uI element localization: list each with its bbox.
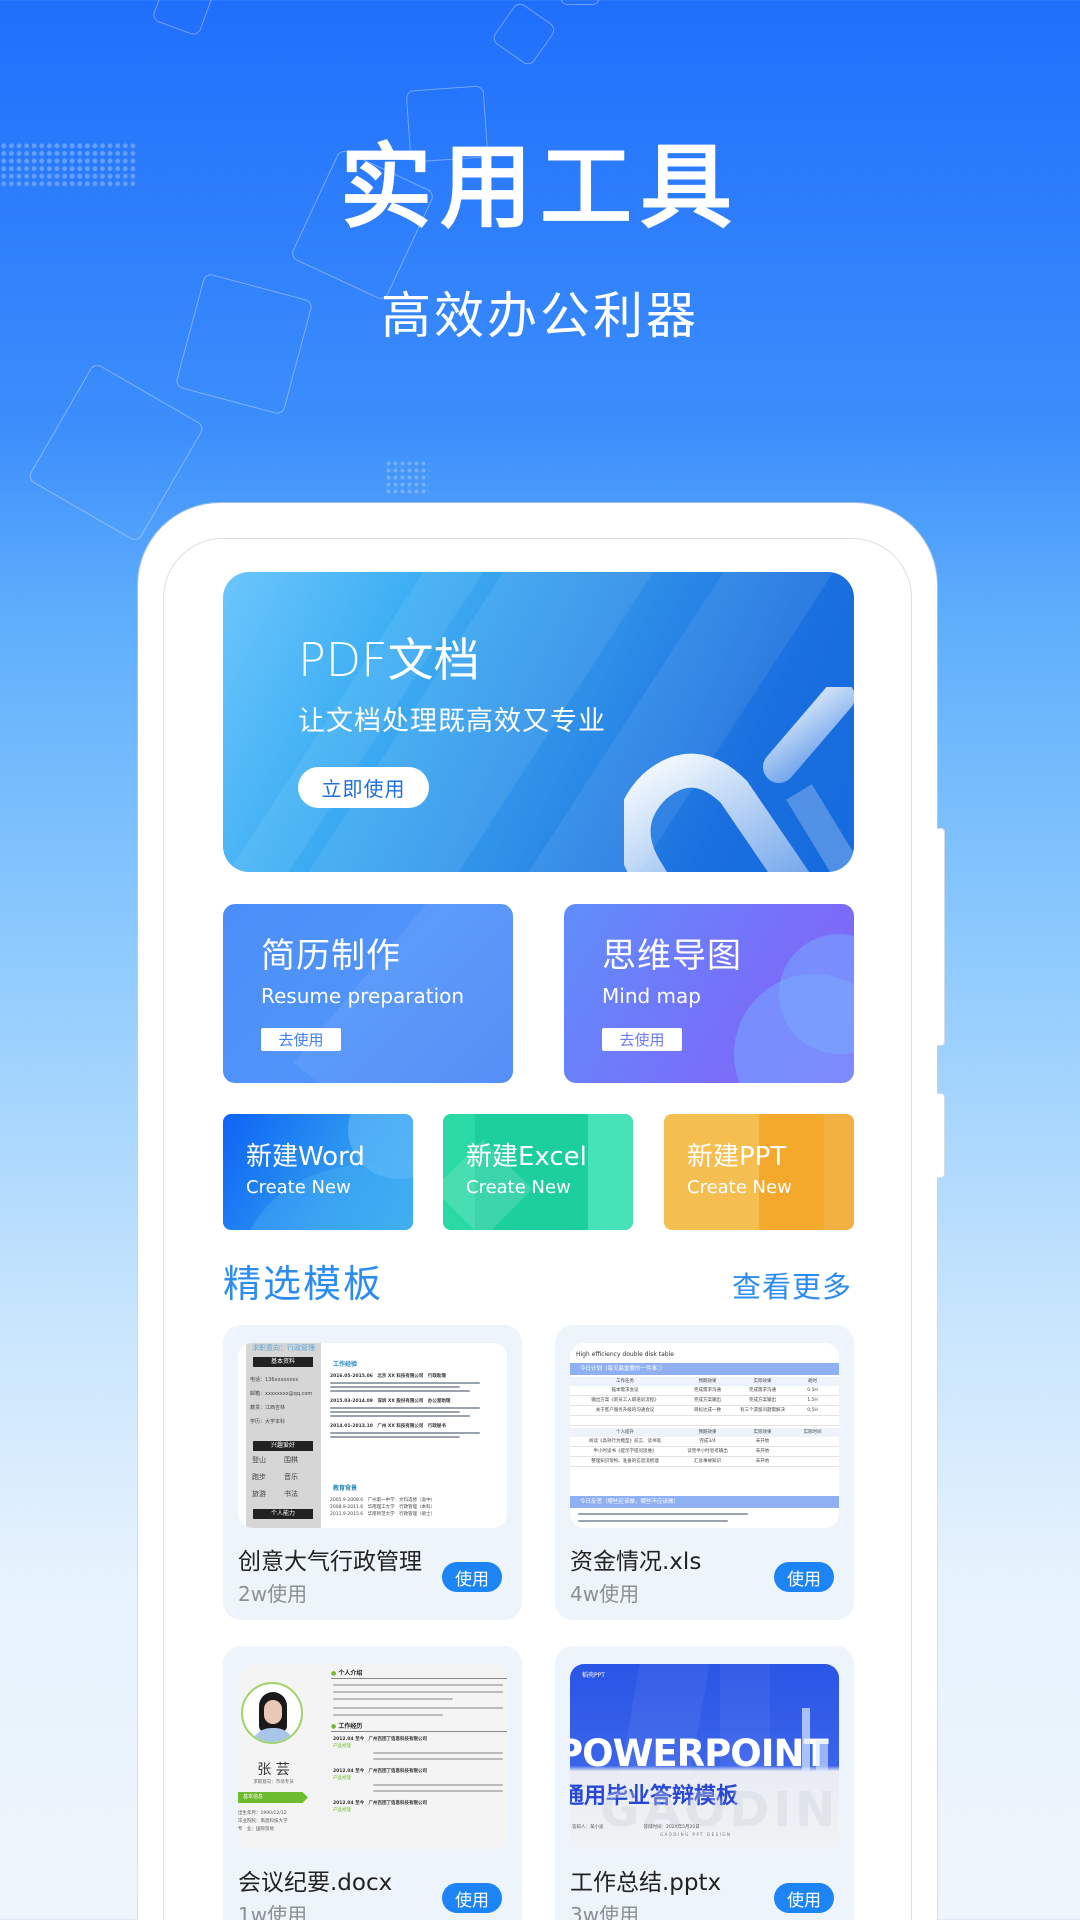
new-excel-title: 新建Excel <box>466 1142 587 1172</box>
resume-hobbies: 登山围棋 跑步音乐 旅游书法 <box>252 1456 298 1498</box>
template-thumbnail: High efficiency double disk table 今日计划（每… <box>570 1343 839 1528</box>
ppt-footer: 答辩人：某小迪答辩时间：202X年5月20日 <box>572 1825 700 1830</box>
template-usage-count: 3w使用 <box>570 1903 640 1920</box>
mindmap-subtitle: Mind map <box>602 984 701 1008</box>
paperclip-icon <box>624 687 854 872</box>
template-usage-count: 1w使用 <box>238 1903 308 1920</box>
template-card[interactable]: 张 芸 求职意向：市场专员 基本信息 出生年月：1990/12/12 毕业院校：… <box>223 1646 522 1920</box>
ppt-big-text: POWERPOINT <box>570 1732 829 1775</box>
template-card[interactable]: 稻壳PPT POWERPOINT 通用毕业答辩模板 GAODING 答辩人：某小… <box>555 1646 854 1920</box>
new-excel-card[interactable]: 新建Excel Create New <box>443 1114 633 1230</box>
deco-shape <box>151 0 219 37</box>
template-name: 资金情况.xls <box>570 1549 702 1575</box>
new-word-subtitle: Create New <box>246 1177 351 1198</box>
resume-info: 出生年月：1990/12/12 毕业院校：南昌科技大学 专 业：国际贸易 <box>238 1811 288 1832</box>
resume-intent: 求职意向：市场专员 <box>253 1780 294 1785</box>
banner-subtitle: 让文档处理既高效又专业 <box>298 706 606 737</box>
template-thumbnail: 张 芸 求职意向：市场专员 基本信息 出生年月：1990/12/12 毕业院校：… <box>238 1664 507 1849</box>
card-decoration <box>824 1114 854 1230</box>
template-name: 会议纪要.docx <box>238 1870 393 1896</box>
template-card[interactable]: High efficiency double disk table 今日计划（每… <box>555 1325 854 1620</box>
building-shape <box>720 1664 770 1774</box>
resume-section-label: ● 工作经历 <box>331 1723 363 1730</box>
dot-grid <box>385 460 429 496</box>
resume-section-label: 工作经验 <box>333 1361 358 1368</box>
pdf-banner[interactable]: PDF文档 让文档处理既高效又专业 立即使用 <box>223 572 854 872</box>
resume-jobs: 2016.05-2015.06 北京 XX 科技有限公司 行政助理 2015.0… <box>330 1373 502 1440</box>
resume-title: 简历制作 <box>261 936 401 976</box>
deco-shape <box>490 0 558 68</box>
resume-card[interactable]: 简历制作 Resume preparation 去使用 <box>223 904 513 1083</box>
new-excel-subtitle: Create New <box>466 1177 571 1198</box>
resume-section-label: 个人能力 <box>253 1509 313 1519</box>
template-thumbnail: 稻壳PPT POWERPOINT 通用毕业答辩模板 GAODING 答辩人：某小… <box>570 1664 839 1849</box>
use-now-button[interactable]: 立即使用 <box>298 767 429 808</box>
hero-subtitle: 高效办公利器 <box>381 287 699 345</box>
resume-go-button[interactable]: 去使用 <box>261 1028 341 1051</box>
ppt-brand: 稻壳PPT <box>582 1672 605 1679</box>
sheet-bar: 今日计划（每天最重要的一件事：） <box>570 1363 839 1375</box>
deco-shape <box>560 0 600 5</box>
template-thumbnail: 求职意向：行政管理 基本资料 电话：136xxxxxxxx 邮箱：xxxxxxx… <box>238 1343 507 1528</box>
resume-subtitle: Resume preparation <box>261 984 465 1008</box>
dot-grid <box>0 142 138 188</box>
skyline-icon <box>816 1740 828 1774</box>
avatar <box>241 1682 303 1744</box>
resume-section-label: 基本资料 <box>253 1357 313 1367</box>
template-card[interactable]: 求职意向：行政管理 基本资料 电话：136xxxxxxxx 邮箱：xxxxxxx… <box>223 1325 522 1620</box>
card-decoration <box>588 1114 633 1230</box>
new-ppt-subtitle: Create New <box>687 1177 792 1198</box>
mindmap-title: 思维导图 <box>602 936 742 976</box>
resume-person-name: 张 芸 <box>257 1762 290 1778</box>
new-word-title: 新建Word <box>246 1142 365 1172</box>
sheet-subtitle: High efficiency double disk table <box>576 1351 674 1358</box>
card-decoration <box>443 1114 475 1230</box>
sheet-bar: 今日反思（哪些应该做，哪些不应该做） <box>570 1496 839 1508</box>
card-decoration <box>664 1114 759 1230</box>
phone-frame: PDF文档 让文档处理既高效又专业 立即使用 简历制作 Resume prepa… <box>138 503 945 1920</box>
template-name: 创意大气行政管理 <box>238 1549 422 1575</box>
ppt-bg-word: GAODING <box>600 1782 839 1838</box>
resume-jobs: 2012.04 至今 广州百团丁信息科技有限公司 产品经理 2012.04 至今… <box>333 1736 505 1814</box>
template-usage-count: 2w使用 <box>238 1582 308 1606</box>
banner-title: PDF文档 <box>298 633 480 687</box>
resume-header-text: 求职意向：行政管理 <box>252 1344 315 1352</box>
skyline-icon <box>802 1708 810 1774</box>
resume-section-label: 教育背景 <box>333 1485 358 1492</box>
ppt-title: 通用毕业答辩模板 <box>570 1784 739 1809</box>
template-name: 工作总结.pptx <box>570 1870 722 1896</box>
mindmap-go-button[interactable]: 去使用 <box>602 1028 682 1051</box>
use-template-button[interactable]: 使用 <box>774 1562 834 1592</box>
ppt-footer-sub: GAODING PPT DESIGN <box>660 1832 732 1837</box>
use-template-button[interactable]: 使用 <box>774 1883 834 1913</box>
resume-section-label: 兴趣爱好 <box>253 1441 313 1451</box>
resume-tag: 基本信息 <box>238 1792 308 1803</box>
template-usage-count: 4w使用 <box>570 1582 640 1606</box>
section-title-templates: 精选模板 <box>223 1262 384 1306</box>
resume-education: 2005.9-2008.6 广州第一中学 文科选修（高中） 2008.9-201… <box>330 1498 436 1517</box>
view-more-link[interactable]: 查看更多 <box>731 1270 852 1304</box>
use-template-button[interactable]: 使用 <box>442 1883 502 1913</box>
phone-screen: PDF文档 让文档处理既高效又专业 立即使用 简历制作 Resume prepa… <box>163 538 912 1920</box>
resume-sidebar <box>246 1343 321 1528</box>
resume-contacts: 电话：136xxxxxxxx 邮箱：xxxxxxxx@qq.com 籍贯：江西吉… <box>250 1377 313 1425</box>
hero-title: 实用工具 <box>339 134 740 241</box>
phone-side-button <box>937 1093 945 1178</box>
new-ppt-card[interactable]: 新建PPT Create New <box>664 1114 854 1230</box>
new-ppt-title: 新建PPT <box>687 1142 787 1172</box>
use-template-button[interactable]: 使用 <box>442 1562 502 1592</box>
resume-section-label: ● 个人介绍 <box>331 1670 363 1677</box>
new-word-card[interactable]: 新建Word Create New <box>223 1114 413 1230</box>
mindmap-card[interactable]: 思维导图 Mind map 去使用 <box>564 904 854 1083</box>
phone-side-button <box>937 828 945 1046</box>
